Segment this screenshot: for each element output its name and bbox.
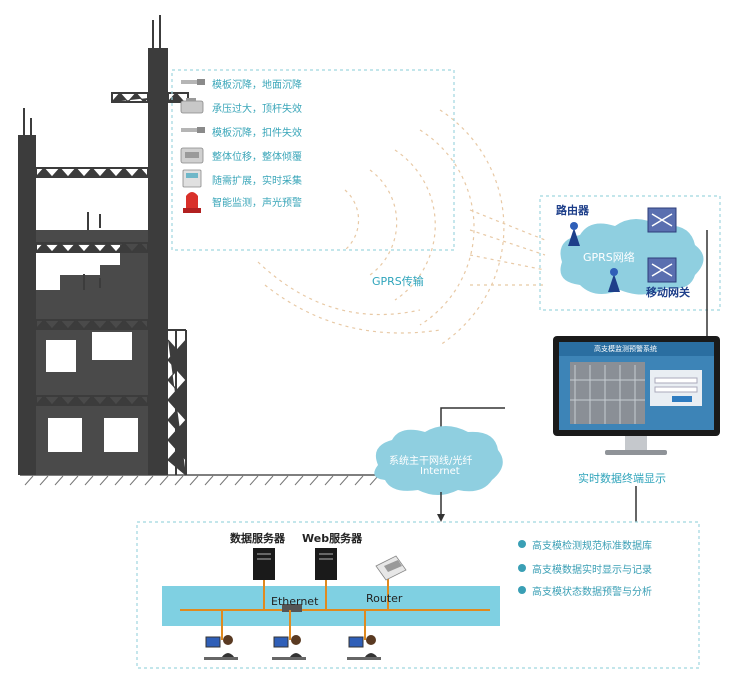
displacement-sensor-icon	[181, 127, 205, 133]
feature-item: 高支模数据实时显示与记录	[532, 565, 652, 576]
router-tower-icon	[568, 222, 580, 246]
monitor	[553, 336, 720, 455]
ethernet-label: Ethernet	[271, 595, 319, 608]
gateway-label: 移动网关	[646, 286, 690, 299]
gprs-signal-waves	[257, 109, 505, 346]
sensor-label: 模板沉降，扣件失效	[212, 128, 302, 139]
router-label: 路由器	[556, 204, 589, 217]
sensor-label: 承压过大，顶杆失效	[212, 104, 302, 115]
workstation-icon	[272, 635, 306, 660]
gprs-transmission-label: GPRS传输	[372, 275, 424, 288]
sensor-label: 整体位移，整体倾覆	[212, 152, 302, 163]
sensor-label: 智能监测，声光预警	[212, 198, 302, 209]
sensor-label: 模板沉降，地面沉降	[212, 80, 302, 91]
inclinometer-icon	[180, 147, 204, 164]
sensor-label: 随需扩展，实时采集	[212, 176, 302, 187]
router-device-icon	[375, 555, 407, 581]
router-device-label: Router	[366, 592, 403, 605]
gprs-network-label: GPRS网络	[583, 251, 635, 264]
backbone-label-line1: 系统主干网线/光纤	[389, 456, 473, 467]
workstation-icon	[347, 635, 381, 660]
network-switch-icon	[647, 207, 677, 233]
web-server-label: Web服务器	[302, 532, 363, 545]
terminal-display-label: 实时数据终端显示	[578, 472, 666, 485]
ethernet-bar	[162, 586, 500, 626]
web-server-icon	[315, 548, 337, 580]
displacement-sensor-icon	[181, 79, 205, 85]
feature-item: 高支模状态数据预警与分析	[532, 587, 652, 598]
feature-bullet-icon	[518, 586, 526, 594]
backbone-arrow	[437, 492, 445, 522]
building-structure	[18, 15, 379, 486]
sensor-box	[171, 69, 455, 251]
backbone-cloud	[374, 426, 503, 495]
load-cell-icon	[180, 98, 204, 114]
feature-item: 高支模检测规范标准数据库	[532, 541, 652, 552]
monitor-screen-title: 高支模监测预警系统	[594, 345, 657, 353]
workstation-icon	[204, 635, 238, 660]
data-server-icon	[253, 548, 275, 580]
gprs-link-lines	[469, 209, 546, 286]
feature-bullet-icon	[518, 564, 526, 572]
network-box	[539, 195, 721, 311]
backbone-label-line2: Internet	[420, 466, 460, 477]
feature-bullet-icon	[518, 540, 526, 548]
data-server-label: 数据服务器	[230, 532, 285, 545]
data-collector-icon	[182, 169, 202, 188]
network-switch-device	[282, 604, 302, 612]
network-switch-icon	[647, 257, 677, 283]
gateway-tower-icon	[608, 268, 620, 292]
alarm-light-icon	[183, 192, 201, 213]
